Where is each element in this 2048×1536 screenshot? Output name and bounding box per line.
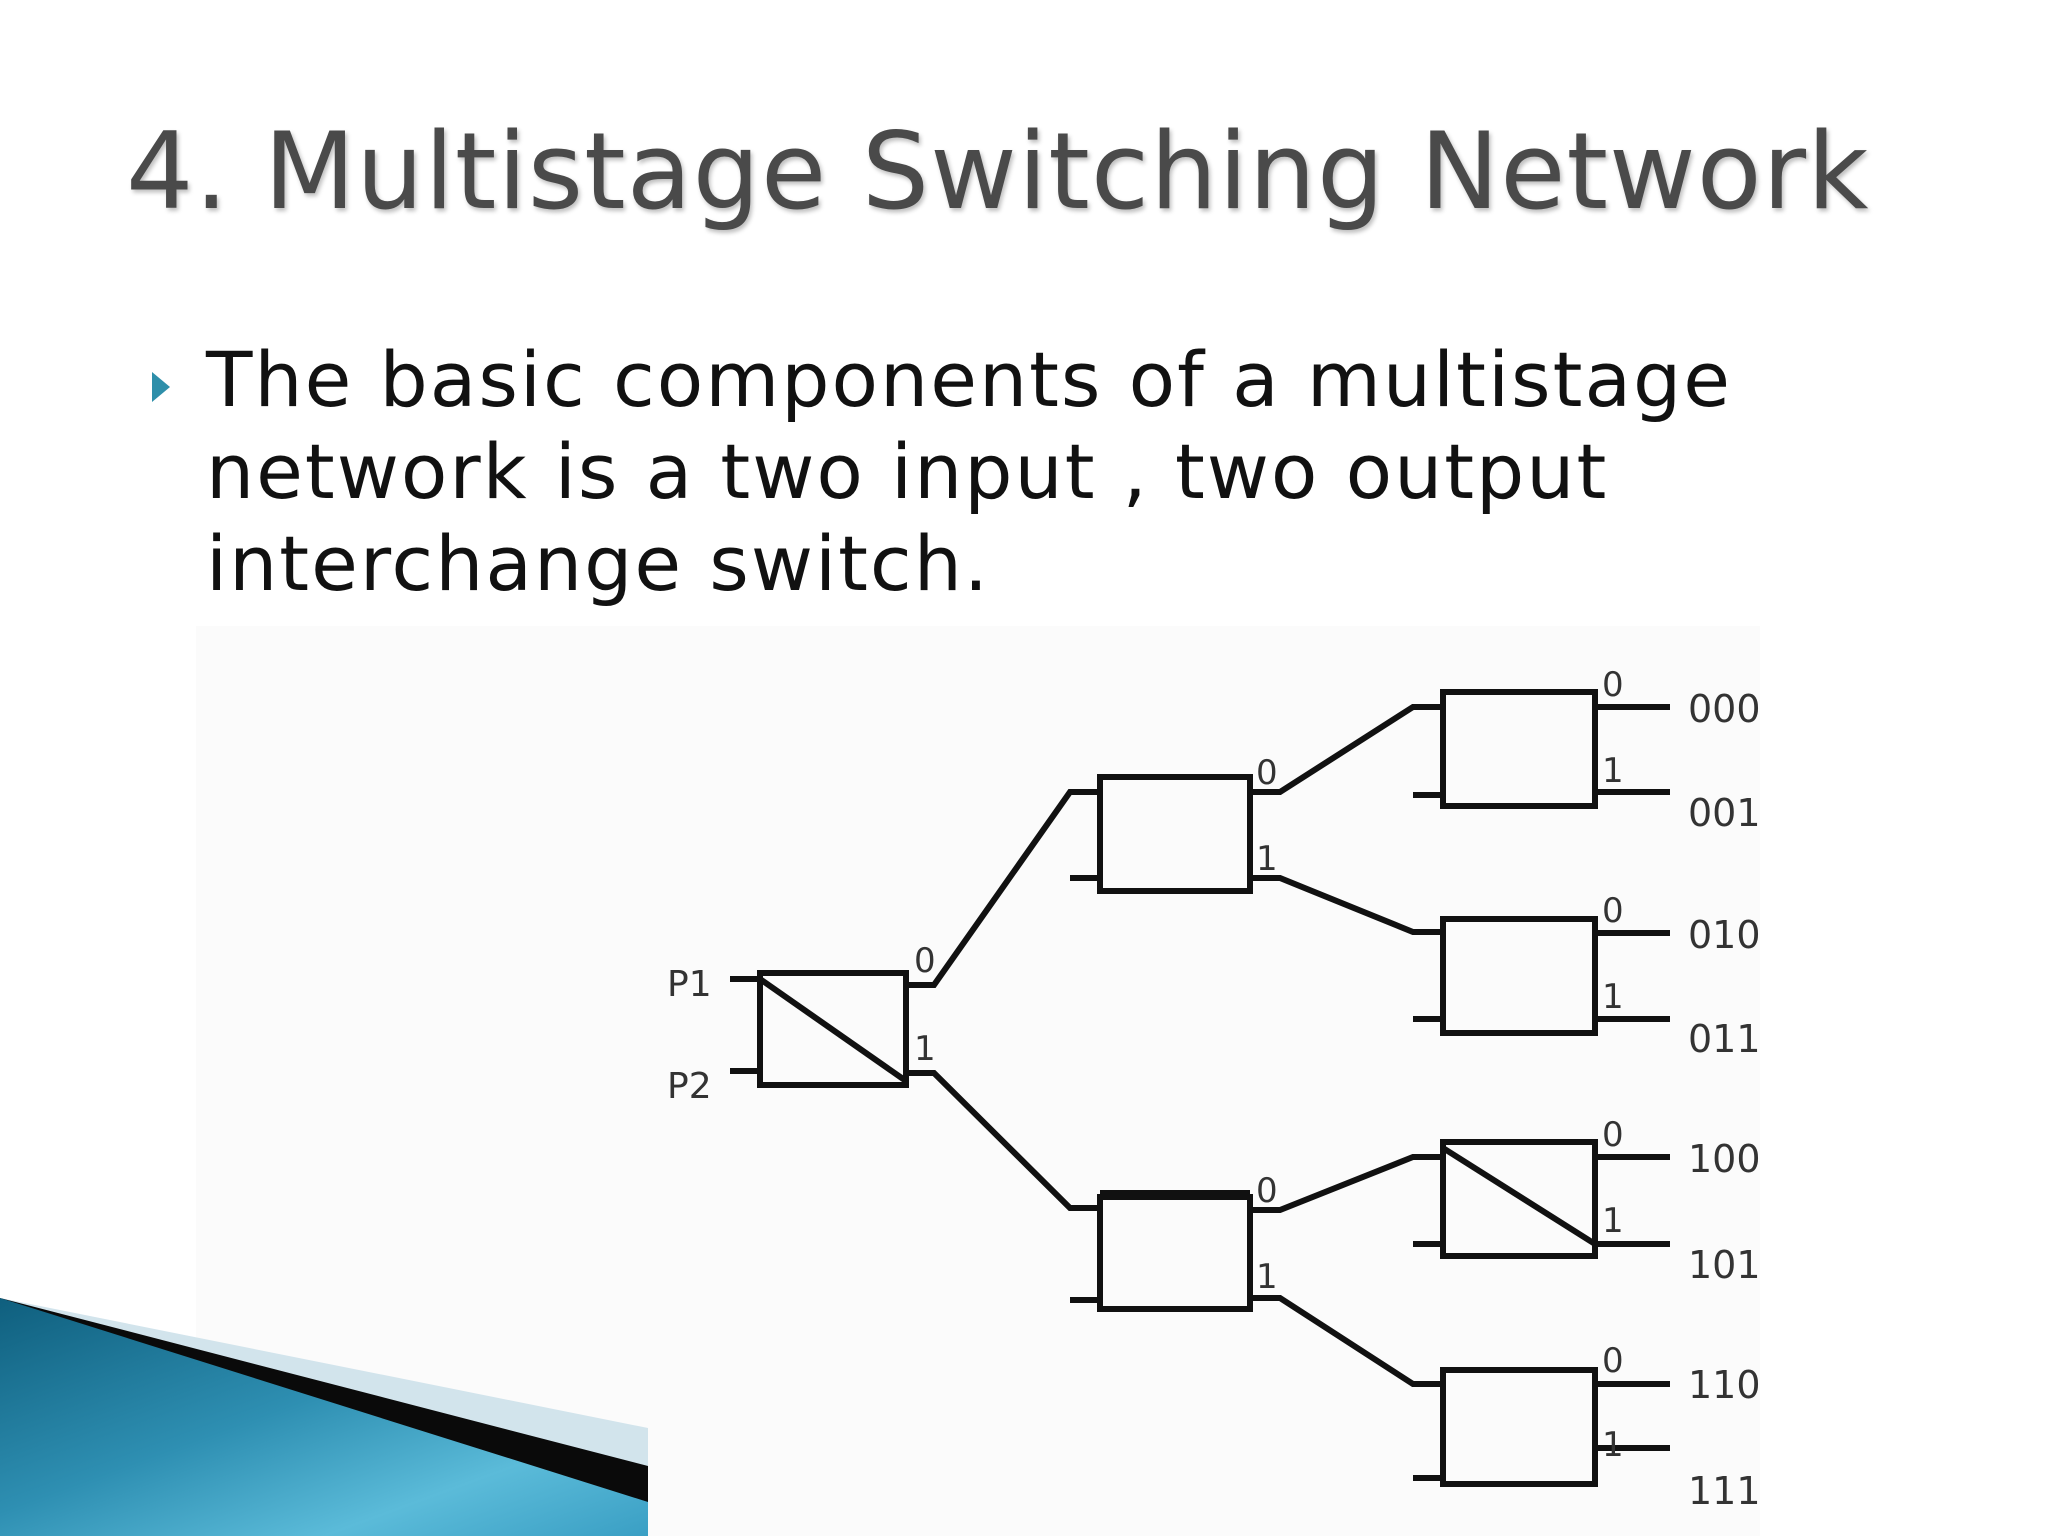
port-label-s3-1-1: 1 xyxy=(1602,751,1624,791)
bullet-text: The basic components of a multistage net… xyxy=(206,335,1733,608)
port-label-s3-2-0: 0 xyxy=(1602,891,1624,931)
switch-stage3-1 xyxy=(1413,689,1598,809)
port-label-s3-3-0: 0 xyxy=(1602,1115,1624,1155)
output-label-001: 001 xyxy=(1688,791,1761,835)
port-label-stage1-1: 1 xyxy=(914,1029,936,1069)
port-label-s3-4-1: 1 xyxy=(1602,1425,1624,1465)
switch-stage3-2 xyxy=(1413,916,1598,1036)
switch-stage3-3-crossed xyxy=(1413,1139,1598,1259)
input-label-p1: P1 xyxy=(667,964,712,1005)
port-label-s3-4-0: 0 xyxy=(1602,1341,1624,1381)
link-upper-1-to-s3-2 xyxy=(1250,875,1443,935)
port-label-s3-1-0: 0 xyxy=(1602,665,1624,705)
input-label-p2: P2 xyxy=(667,1066,712,1107)
switch-stage2-lower xyxy=(1070,1190,1253,1312)
link-stage1-0-to-upper xyxy=(906,789,1100,988)
link-lower-0-to-s3-3 xyxy=(1250,1154,1443,1213)
output-label-010: 010 xyxy=(1688,913,1761,957)
output-label-111: 111 xyxy=(1688,1469,1761,1513)
port-label-lower-1: 1 xyxy=(1256,1257,1278,1297)
port-label-stage1-0: 0 xyxy=(914,941,936,981)
port-label-s3-3-1: 1 xyxy=(1602,1201,1624,1241)
link-upper-0-to-s3-1 xyxy=(1250,704,1443,795)
port-label-lower-0: 0 xyxy=(1256,1171,1278,1211)
slide-title: 4. Multistage Switching Network xyxy=(126,110,1870,233)
output-label-000: 000 xyxy=(1688,687,1761,731)
output-label-100: 100 xyxy=(1688,1137,1761,1181)
switch-stage3-4 xyxy=(1413,1367,1598,1487)
port-label-upper-1: 1 xyxy=(1256,839,1278,879)
port-label-s3-2-1: 1 xyxy=(1602,977,1624,1017)
switch-stage1 xyxy=(730,970,909,1088)
output-label-011: 011 xyxy=(1688,1017,1761,1061)
output-label-110: 110 xyxy=(1688,1363,1761,1407)
link-stage1-1-to-lower xyxy=(906,1070,1100,1211)
switch-stage2-upper xyxy=(1070,774,1253,894)
bullet-arrow-icon xyxy=(152,372,170,402)
port-label-upper-0: 0 xyxy=(1256,753,1278,793)
output-label-101: 101 xyxy=(1688,1243,1761,1287)
link-lower-1-to-s3-4 xyxy=(1250,1295,1443,1387)
